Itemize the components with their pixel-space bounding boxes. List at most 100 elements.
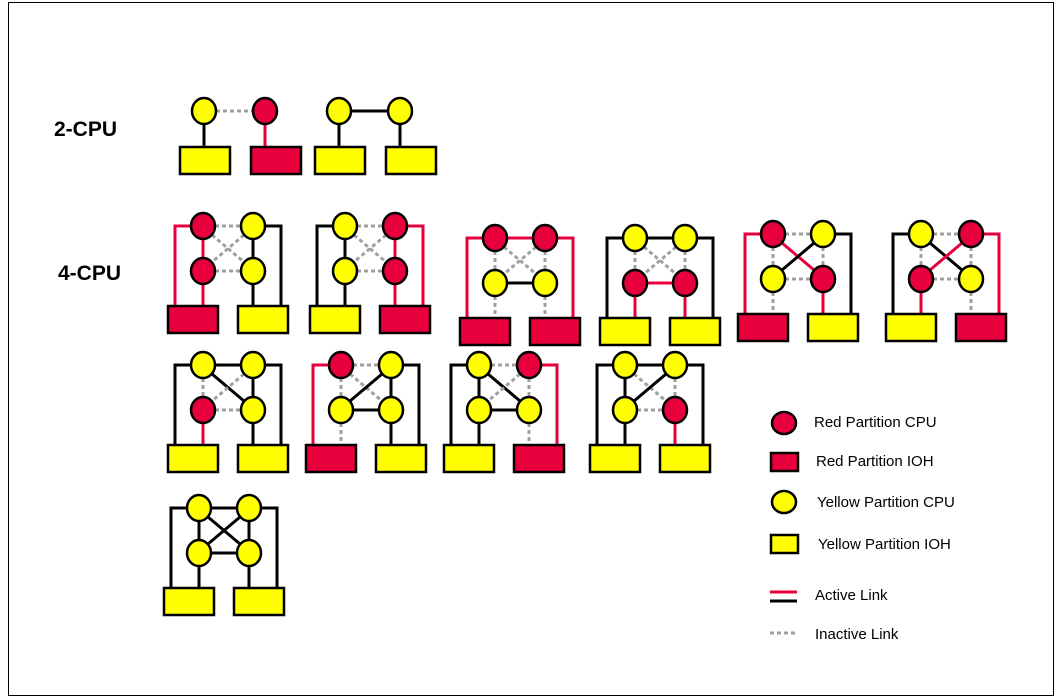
frame-right [265, 224, 283, 306]
config-4cpu-1 [166, 211, 290, 335]
frame-left [449, 363, 467, 445]
frame-right [835, 232, 853, 314]
config-4cpu-8 [304, 350, 428, 474]
ioh-box-right [528, 316, 582, 347]
ioh-box [384, 145, 438, 176]
cpu-node [957, 264, 985, 294]
cpu-node [331, 211, 359, 241]
cpu-node [661, 350, 689, 380]
red-ioh-icon [769, 451, 800, 473]
frame-left [743, 232, 761, 314]
row-label-2cpu: 2-CPU [54, 118, 118, 141]
link-diag-a [211, 372, 245, 403]
config-4cpu-2 [308, 211, 432, 335]
config-4cpu-5 [736, 219, 860, 343]
config-4cpu-3 [458, 223, 582, 347]
frame-right [541, 363, 559, 445]
cpu-node [185, 538, 213, 568]
cpu-node [189, 350, 217, 380]
frame-right [261, 506, 279, 588]
cpu-node [235, 538, 263, 568]
ioh-box-right [512, 443, 566, 474]
cpu-node [331, 256, 359, 286]
cpu-node [239, 350, 267, 380]
legend-label-red-ioh: Red Partition IOH [816, 453, 934, 470]
config-2cpu-1 [178, 96, 303, 176]
cpu-node [809, 219, 837, 249]
frame-right [687, 363, 705, 445]
ioh-box [313, 145, 367, 176]
configuration-group [162, 96, 1008, 617]
cpu-node [239, 395, 267, 425]
legend-label-yellow-ioh: Yellow Partition IOH [818, 536, 951, 553]
ioh-box-left [736, 312, 790, 343]
ioh-box-right [374, 443, 428, 474]
link-diag-a [487, 372, 521, 403]
cpu-node [481, 223, 509, 253]
legend-symbols [769, 410, 800, 635]
frame-left [605, 236, 623, 318]
cpu-node [189, 256, 217, 286]
cpu-node [621, 223, 649, 253]
frame-right [983, 232, 1001, 314]
legend-label-active-link: Active Link [815, 587, 888, 604]
cpu-node [465, 395, 493, 425]
yellow-cpu-icon [770, 489, 798, 515]
link-diag-b [633, 372, 667, 403]
config-4cpu-10 [588, 350, 712, 474]
legend-label-yellow-cpu: Yellow Partition CPU [817, 494, 955, 511]
cpu-node [621, 268, 649, 298]
frame-left [173, 363, 191, 445]
diagram-frame [8, 2, 1054, 696]
link-diag-b [781, 241, 815, 272]
ioh-box-left [308, 304, 362, 335]
yellow-ioh-icon [769, 533, 800, 555]
frame-left [315, 224, 333, 306]
frame-left [595, 363, 613, 445]
frame-right [697, 236, 715, 318]
cpu-node [661, 395, 689, 425]
frame-left [173, 224, 191, 306]
ioh-box [249, 145, 303, 176]
config-4cpu-6 [884, 219, 1008, 343]
config-4cpu-9 [442, 350, 566, 474]
cpu-node [189, 395, 217, 425]
cpu-node [907, 219, 935, 249]
ioh-box-right [806, 312, 860, 343]
ioh-box-right [668, 316, 722, 347]
cpu-node [671, 223, 699, 253]
ioh-box-left [442, 443, 496, 474]
ioh-box-left [884, 312, 938, 343]
link-diag-b [349, 372, 383, 403]
cpu-node [189, 211, 217, 241]
cpu-node [759, 219, 787, 249]
ioh-box-right [236, 304, 290, 335]
cpu-node [235, 493, 263, 523]
ioh-box-left [166, 304, 220, 335]
cpu-node [327, 350, 355, 380]
config-4cpu-4 [598, 223, 722, 347]
cpu-node [957, 219, 985, 249]
cpu-node [190, 96, 218, 126]
cpu-node [531, 268, 559, 298]
cpu-node [325, 96, 353, 126]
ioh-box-right [378, 304, 432, 335]
ioh-box [178, 145, 232, 176]
cpu-node [239, 211, 267, 241]
cpu-node [907, 264, 935, 294]
red-cpu-icon [770, 410, 798, 436]
cpu-node [515, 395, 543, 425]
config-4cpu-7 [166, 350, 290, 474]
frame-left [311, 363, 329, 445]
ioh-box-right [954, 312, 1008, 343]
cpu-node [381, 256, 409, 286]
cpu-node [611, 350, 639, 380]
cpu-node [239, 256, 267, 286]
cpu-node [515, 350, 543, 380]
frame-right [557, 236, 575, 318]
ioh-box-right [236, 443, 290, 474]
frame-left [891, 232, 909, 314]
frame-right [403, 363, 421, 445]
ioh-box-left [166, 443, 220, 474]
